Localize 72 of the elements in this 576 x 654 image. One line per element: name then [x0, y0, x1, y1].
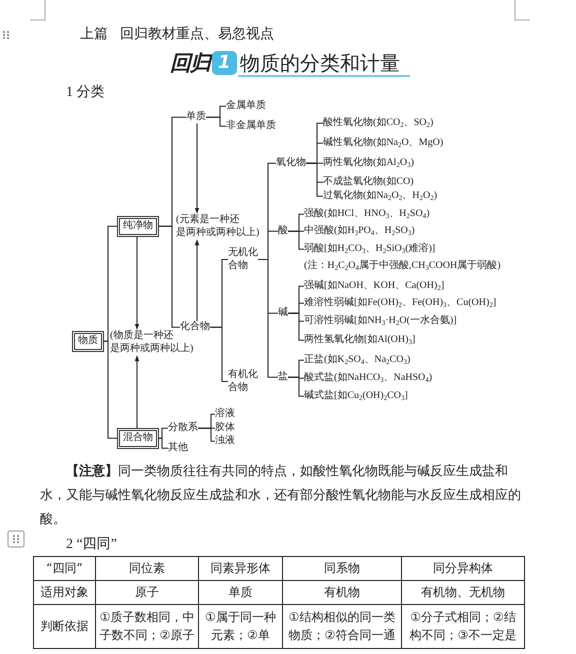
bracket-line: [158, 438, 168, 449]
arrow: [194, 123, 200, 214]
bracket-line: [306, 162, 324, 197]
category-label: 弱酸[如H$_{2}$CO$_{3}$、H$_{2}$SiO$_{3}$(难溶)]: [304, 243, 436, 256]
table-cell: 单质: [198, 580, 282, 604]
category-label: 有机化合物: [228, 369, 258, 394]
section-heading: 2 “四同”: [66, 536, 117, 553]
category-label: 酸式盐(如NaHCO$_{3}$、NaHSO$_{4}$): [304, 372, 432, 384]
table-cell: ①属于同一种元素；②单: [198, 604, 282, 648]
category-label: 中强酸(如H$_{3}$PO$_{4}$、H$_{2}$SO$_{3}$): [304, 225, 415, 238]
note-paragraph: 【注意】同一类物质往往有共同的特点，如酸性氧化物既能与碱反应生成盐和水，又能与碱性氧化物反应生成盐和水，还有部分酸性氧化物能与水反应生成相应的酸。: [40, 462, 522, 529]
table-cell: 同系物: [282, 556, 402, 580]
table-cell: 同分异构体: [402, 556, 524, 580]
category-label: 两性氧化物(如Al$_{2}$O$_{3}$): [323, 157, 414, 170]
bracket-line: [288, 312, 304, 341]
arrow: [194, 239, 200, 322]
category-box: 纯净物: [117, 216, 159, 236]
bracket-line: [158, 226, 180, 328]
category-label: 单质: [186, 111, 206, 124]
section-mark: 回归: [170, 49, 210, 77]
header-text: 回归教材重点、易忽视点: [120, 25, 274, 43]
category-label: 其他: [168, 442, 188, 454]
category-label: 不成盐氧化物(如CO): [323, 176, 414, 188]
table-cell: 有机物、无机物: [402, 580, 524, 604]
table-cell: ①结构相似的同一类物质；②符合同一通: [282, 604, 402, 648]
category-label: 金属单质: [226, 100, 266, 112]
category-label: 碱: [278, 307, 288, 320]
category-label: 过氧化物(如Na$_{2}$O$_{2}$、H$_{2}$O$_{2}$): [323, 190, 438, 202]
category-label: 可溶性弱碱[如NH$_{3}$·H$_{2}$O(一水合氨)]: [304, 315, 457, 328]
table-cell: 判断依据: [34, 604, 96, 648]
category-label: (元素是一种还是两种或两种以上): [176, 214, 260, 239]
category-label: 碱式盐[如Cu$_{2}$(OH)$_{2}$CO$_{3}$]: [304, 390, 408, 402]
title: 物质的分类和计量: [240, 50, 400, 77]
table-cell: “四同”: [34, 556, 96, 580]
table-cell: 同位素: [96, 556, 198, 580]
bracket-line: [206, 116, 226, 127]
arrow: [134, 355, 140, 428]
arrow: [134, 236, 140, 330]
category-label: 氧化物: [276, 157, 306, 170]
category-label: 非金属单质: [226, 120, 276, 132]
category-box: 混合物: [117, 428, 159, 448]
bracket-line: [288, 230, 304, 250]
table-cell: 有机物: [282, 580, 402, 604]
table-cell: ①质子数相同，中子数不同；②原子: [96, 604, 198, 648]
bracket-line: [288, 376, 304, 397]
bracket-line: [158, 428, 168, 439]
category-label: 强酸(如HCl、HNO$_{3}$、H$_{2}$SO$_{4}$): [304, 208, 430, 220]
category-label: 胶体: [215, 422, 235, 434]
category-label: 无机化合物: [228, 247, 258, 272]
category-label: 酸性氧化物(如CO$_{2}$、SO$_{2}$): [323, 117, 434, 130]
table-cell: 同素异形体: [198, 556, 282, 580]
table-cell: 适用对象: [34, 580, 96, 604]
section-heading: 1 分类: [66, 84, 104, 101]
category-label: 浊液: [215, 435, 235, 448]
category-label: 溶液: [215, 408, 235, 420]
category-label: 两性氢氧化物[如Al(OH)$_{3}$]: [304, 334, 416, 346]
header-text: 上篇: [80, 25, 108, 43]
category-label: 酸: [278, 225, 288, 238]
category-label: 难溶性弱碱[如Fe(OH)$_{2}$、Fe(OH)$_{3}$、Cu(OH)$_{2}$]: [304, 297, 496, 310]
note-text: (注：H$_{2}$C$_{2}$O$_{4}$属于中强酸,CH$_{3}$COOH属于弱酸): [304, 258, 501, 272]
category-label: 碱性氧化物(如Na$_{2}$O、MgO): [323, 137, 444, 150]
category-label: 分散系: [168, 422, 198, 434]
table-cell: 原子: [96, 580, 198, 604]
category-label: 强碱[如NaOH、KOH、Ca(OH)$_{2}$]: [304, 280, 444, 292]
bracket-line: [104, 340, 118, 439]
category-box: 物质: [72, 331, 104, 352]
table-cell: ①分子式相同；②结构不同；③不一定是: [402, 604, 524, 648]
chapter-number: 1: [212, 51, 237, 75]
category-label: 盐: [278, 371, 288, 384]
bracket-line: [210, 326, 228, 382]
category-label: 正盐(如K$_{2}$SO$_{4}$、Na$_{2}$CO$_{3}$): [304, 354, 410, 366]
bracket-line: [198, 428, 216, 442]
